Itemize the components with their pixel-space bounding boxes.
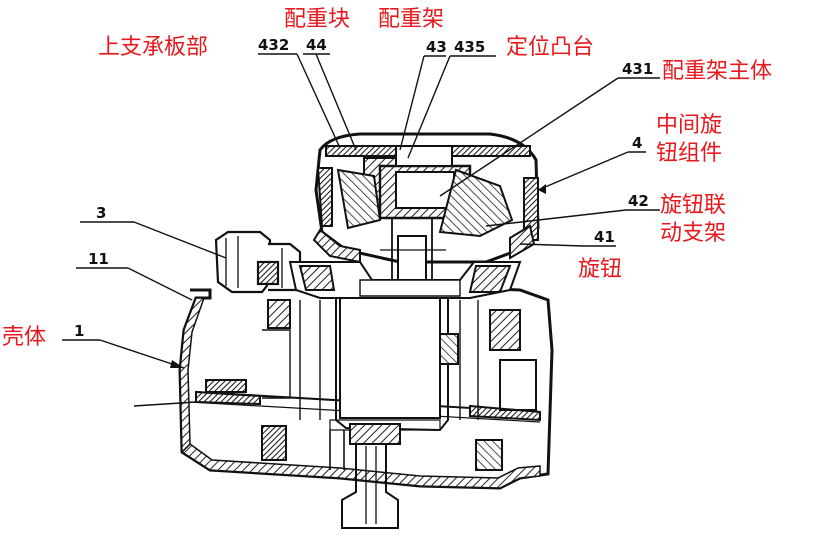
number-42: 42 (628, 192, 649, 210)
number-44: 44 (306, 36, 327, 54)
bottom-connector (261, 423, 503, 529)
leader-arrowheads (170, 184, 546, 368)
number-4: 4 (632, 134, 642, 152)
label-knob: 旋钮 (578, 257, 622, 282)
middle-knob-assembly (288, 132, 540, 299)
label-middle-knob-assembly-line2: 钮组件 (656, 141, 722, 166)
number-432: 432 (258, 36, 289, 54)
component-3-cylinder (214, 230, 302, 294)
number-435: 435 (454, 38, 485, 56)
label-knob-linkage-bracket-line2: 动支架 (660, 221, 726, 246)
number-1: 1 (74, 322, 84, 340)
number-43: 43 (426, 38, 447, 56)
inner-chamber (205, 296, 537, 470)
number-41: 41 (594, 228, 615, 246)
label-counterweight-frame-body: 配重架主体 (662, 59, 772, 84)
label-counterweight-block: 配重块 (284, 7, 350, 32)
label-counterweight-frame: 配重架 (378, 7, 444, 32)
label-middle-knob-assembly-line1: 中间旋 (656, 113, 722, 138)
number-431: 431 (622, 60, 653, 78)
label-upper-support-plate: 上支承板部 (98, 35, 208, 60)
number-11: 11 (88, 250, 109, 268)
number-3: 3 (96, 204, 106, 222)
label-housing: 壳体 (2, 325, 46, 350)
label-positioning-boss: 定位凸台 (506, 35, 594, 60)
leader-lines (62, 53, 660, 407)
label-knob-linkage-bracket-line1: 旋钮联 (660, 193, 726, 218)
